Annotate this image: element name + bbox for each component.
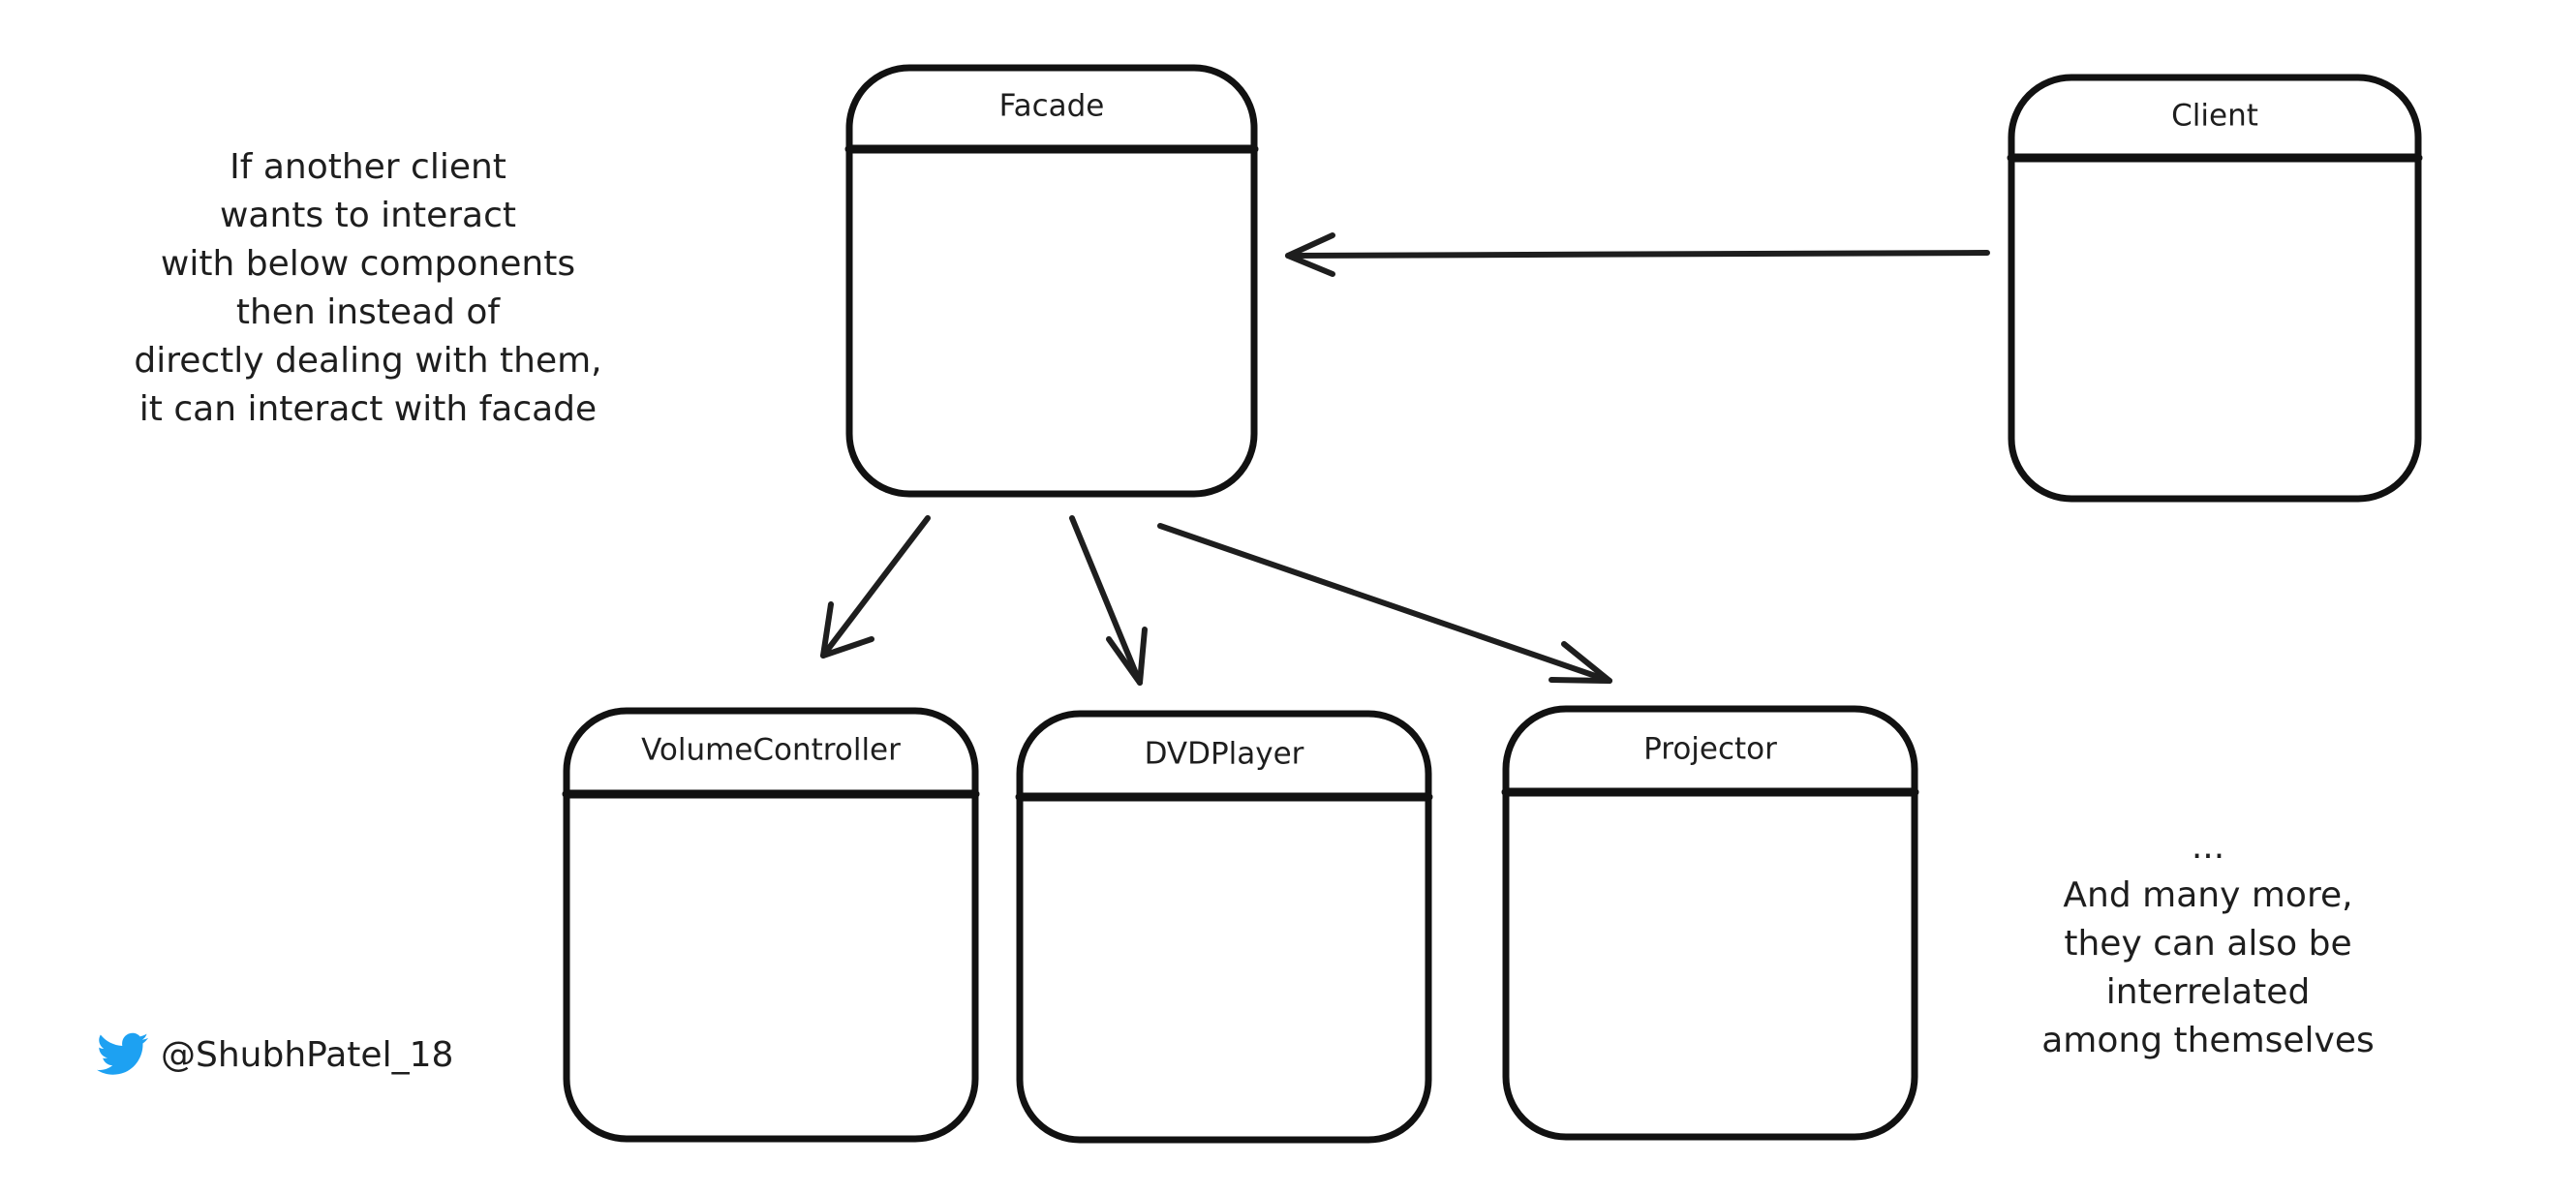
volume-controller-title: VolumeController [641, 733, 901, 768]
projector-title: Projector [1643, 732, 1777, 767]
note-left-explanation: If another client wants to interact with… [134, 147, 602, 429]
arrow-client-to-facade [1285, 232, 1990, 277]
projector-box: Projector [1501, 705, 1919, 1141]
arrow-facade-to-projector [1157, 523, 1612, 684]
facade-box: Facade [844, 64, 1259, 498]
dvd-player-title: DVDPlayer [1145, 737, 1304, 772]
facade-title: Facade [999, 89, 1105, 124]
volume-controller-box: VolumeController [562, 707, 980, 1143]
client-box: Client [2007, 74, 2423, 503]
arrow-facade-to-dvd-player [1069, 515, 1148, 686]
author-handle-text[interactable]: @ShubhPatel_18 [161, 1034, 454, 1075]
twitter-bird-icon [97, 1032, 149, 1077]
client-title: Client [2171, 99, 2258, 134]
note-right-explanation: ... And many more, they can also be inte… [2041, 827, 2375, 1060]
arrow-facade-to-volume-controller [820, 515, 931, 659]
author-handle: @ShubhPatel_18 [97, 1032, 453, 1077]
dvd-player-box: DVDPlayer [1015, 710, 1433, 1144]
